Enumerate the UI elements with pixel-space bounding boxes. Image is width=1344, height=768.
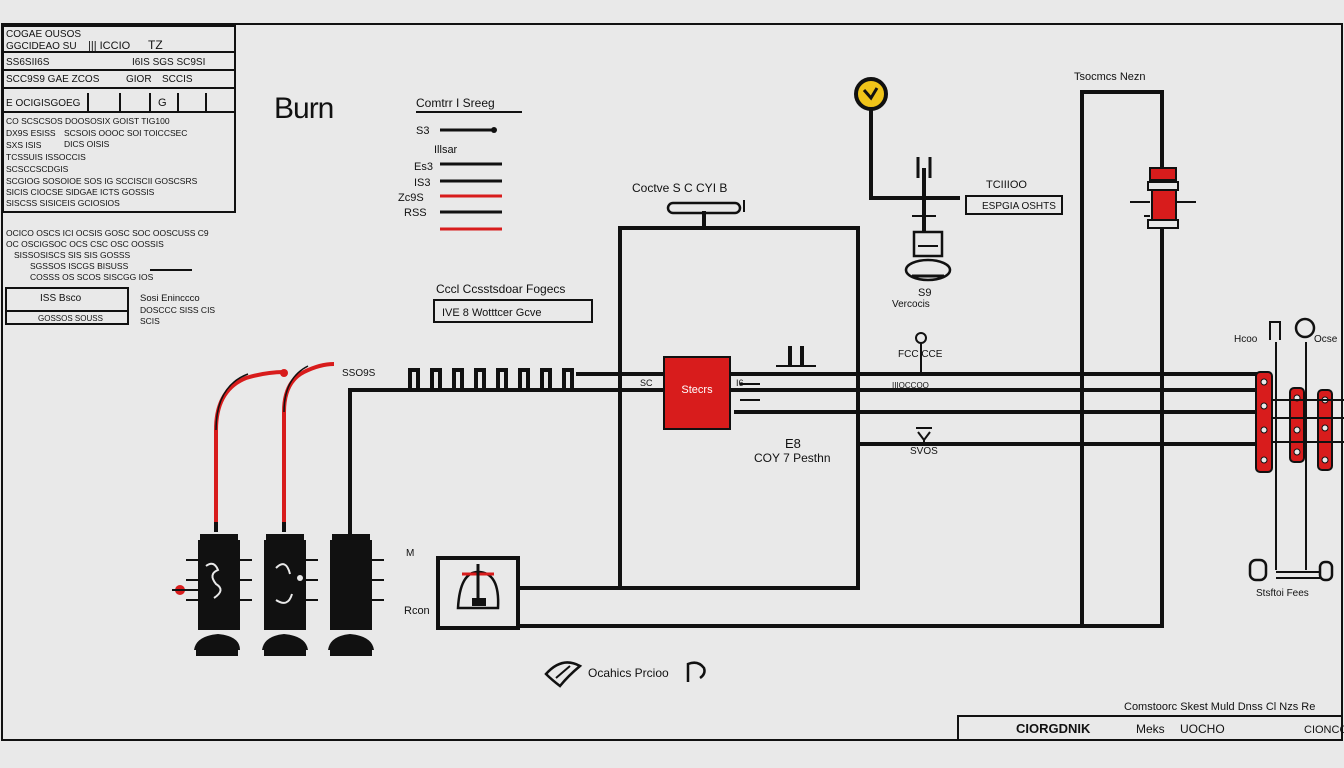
footer-center: Ocahics Prcioo: [544, 661, 706, 688]
side-pos: Rcon: [404, 605, 430, 617]
legend-row6a: DX9S ESISS: [6, 128, 56, 138]
device-label: Coctve S C CYI B: [632, 181, 727, 195]
notes-line3: SISSOSISCS SIS SIS GOSSS: [14, 250, 131, 260]
notes-right-1: Sosi Eninccco: [140, 293, 200, 304]
main-box-label-top: E8: [785, 436, 801, 451]
bulb-code: S9: [918, 287, 931, 299]
notes-line1: OCICO OSCS ICI OCSIS GOSC SOC OOSCUSS C9: [6, 228, 209, 238]
side-k: M: [406, 548, 414, 559]
legend-box: COGAE OUSOS GGCIDEAO SU ||| ICCIO TZ SS6…: [2, 25, 236, 213]
port-a: SC: [640, 378, 653, 388]
pin-sub: IIIOCCOO: [892, 381, 929, 390]
fuse-icon: [1130, 167, 1196, 229]
notes-right-3: SCIS: [140, 316, 160, 326]
cable-label: SSO9S: [342, 368, 376, 379]
knob-icon: [854, 77, 888, 111]
legend-row3c: SCCIS: [162, 74, 193, 85]
notes-line5: COSSS OS SCOS SISCGG IOS: [30, 272, 154, 282]
right-strip-right: Ocse: [1314, 334, 1338, 345]
footer-part3: UOCHO: [1180, 722, 1225, 736]
legend-row9: SCGIOG SOSOIOE SOS IG SCCISCII GOSCSRS: [6, 176, 198, 186]
control-screen-row-es3: Es3: [414, 161, 433, 173]
main-box: [618, 226, 860, 590]
footer-part2: Meks: [1136, 722, 1165, 736]
inductor-coil: [408, 368, 580, 392]
footer-bar: Comstoorc Skest Muld Dnss Cl Nzs Re CIOR…: [957, 701, 1344, 741]
knob-label-name: ESPGIA OSHTS: [982, 201, 1056, 212]
knob-label: TCIIIOO ESPGIA OSHTS: [965, 179, 1063, 215]
gauge-box: [436, 556, 520, 630]
legend-row1b: GGCIDEAO SU: [6, 41, 77, 52]
legend-row11: SISCSS SISICEIS GCIOSIOS: [6, 198, 120, 208]
probe-label: SVOS: [910, 446, 938, 457]
legend-row8: SCSCCSCDGIS: [6, 164, 69, 174]
bottom-wires: [516, 586, 1164, 628]
knob-label-code: TCIIIOO: [986, 179, 1027, 191]
top-right-label: Tsocmcs Nezn: [1074, 71, 1146, 83]
notes-right-2: DOSCCC SISS CIS: [140, 305, 215, 315]
bulb-icon: [904, 230, 952, 282]
pin-label: FCC CCE: [898, 349, 943, 360]
control-screen-row-rss: RSS: [404, 207, 427, 219]
diagram-title: Burn: [274, 92, 333, 125]
legend-row1: COGAE OUSOS: [6, 29, 81, 40]
terminal-ticks: [776, 346, 816, 367]
legend-row4b: G: [158, 97, 167, 109]
control-screen-row-zc9s: Zc9S: [398, 192, 424, 204]
legend-row2a: SS6SII6S: [6, 57, 50, 68]
legend-row3b: GIOR: [126, 74, 152, 85]
legend-row7b: TCSSUIS ISSOCCIS: [6, 152, 86, 162]
notes-box-left-sub: GOSSOS SOUSS: [38, 314, 103, 323]
legend-row6c: DICS OISIS: [64, 139, 110, 149]
legend-row6b: SCSOIS OOOC SOI TOICCSEC: [64, 128, 187, 138]
footer-caption: Comstoorc Skest Muld Dnss Cl Nzs Re: [1124, 701, 1315, 713]
control-screen-heading: Comtrr I Sreeg: [416, 96, 495, 110]
control-box-field: IVE 8 Wotttcer Gcve: [442, 307, 541, 319]
frame: [1, 23, 1343, 741]
footer-right: CIONCO: [1304, 724, 1344, 736]
probe-icon: [914, 427, 934, 445]
control-screen-row-is3: IS3: [414, 177, 431, 189]
pin-probe: [915, 332, 927, 374]
control-screen-row1: S3: [416, 125, 429, 137]
control-box-heading: Cccl Ccsstsdoar Fogecs: [436, 282, 565, 296]
notes-block: OCICO OSCS ICI OCSIS GOSC SOC OOSCUSS C9…: [5, 228, 215, 326]
compass-icon: [544, 661, 583, 688]
notes-line2: OC OSCIGSOC OCS CSC OSC OOSSIS: [6, 239, 164, 249]
legend-row1d: TZ: [148, 38, 163, 52]
legend-row1c: ||| ICCIO: [88, 40, 131, 52]
bottom-right-label: Stsftoi Fees: [1256, 588, 1309, 599]
footer-center-label: Ocahics Prcioo: [588, 666, 669, 680]
main-box-label-bottom: COY 7 Pesthn: [754, 451, 831, 465]
control-box: Cccl Ccsstsdoar Fogecs IVE 8 Wotttcer Gc…: [433, 282, 593, 323]
legend-row5: CO SCSCSOS DOOSOSIX GOIST TIG100: [6, 116, 170, 126]
knob-assembly: [854, 77, 960, 232]
hook-icon: [686, 661, 706, 682]
right-strip-left: Hcoo: [1234, 334, 1258, 345]
control-screen-sub: Illsar: [434, 144, 458, 156]
red-module: Stecrs: [663, 356, 731, 430]
legend-row3a: SCC9S9 GAE ZCOS: [6, 74, 100, 85]
bulb-name: Vercocis: [892, 299, 930, 310]
control-screen-legend: Comtrr I Sreeg S3 Illsar Es3 IS3 Zc9S RS…: [398, 96, 522, 231]
legend-row7a: SXS ISIS: [6, 140, 42, 150]
legend-row2b: I6IS SGS SC9SI: [132, 57, 205, 68]
notes-line4: SGSSOS ISCGS BISUSS: [30, 261, 129, 271]
red-module-label: Stecrs: [681, 384, 713, 396]
footer-title: CIORGDNIK: [1016, 721, 1091, 736]
terminal-strip: Hcoo Ocse Stsftoi Fees: [1234, 317, 1344, 599]
notes-box-left: ISS Bsco: [40, 293, 82, 304]
legend-row10: SICIS CIOCSE SIDGAE ICTS GOSSIS: [6, 187, 155, 197]
legend-row4a: E OCIGISGOEG: [6, 98, 81, 109]
battery-cells: [172, 362, 384, 656]
port-b: I6: [736, 378, 744, 388]
